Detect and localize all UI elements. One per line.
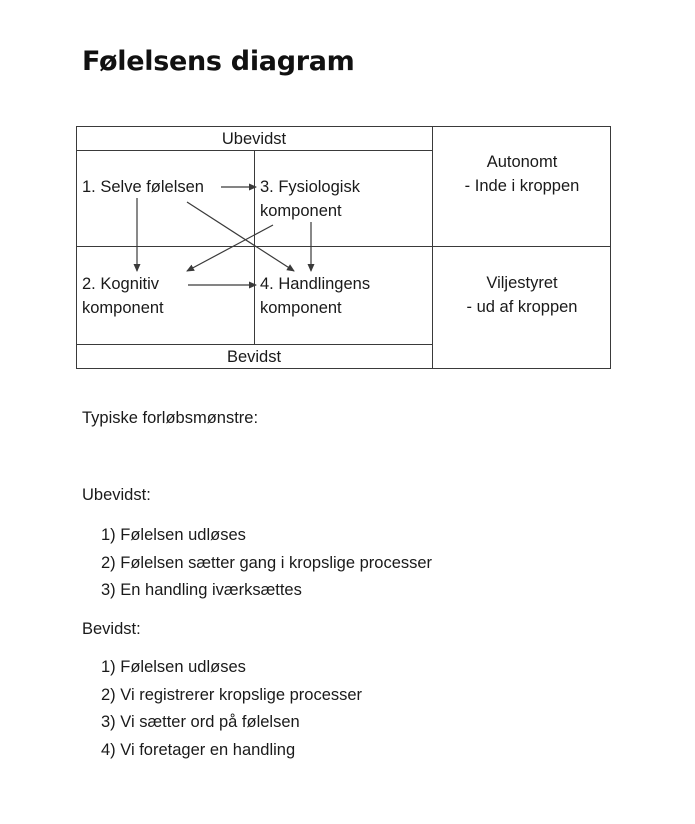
emotion-diagram: Ubevidst 1. Selve følelsen 3. Fysiologis… (76, 126, 611, 369)
list-item: 4) Vi foretager en handling (101, 740, 296, 759)
list-item: 1) Følelsen udløses (101, 526, 246, 544)
component-2: 2. Kognitiv komponent (82, 272, 164, 320)
diagram-frame (76, 126, 611, 369)
component-3: 3. Fysiologisk komponent (260, 175, 360, 223)
arrow-3-to-2 (186, 224, 274, 272)
component-3-line-2: komponent (260, 202, 342, 220)
list-item: 3) En handling iværksættes (101, 581, 302, 599)
component-4-line-1: 4. Handlingens (260, 275, 371, 293)
list-item: 1) Følelsen udløses (101, 658, 246, 676)
diagram-lines (76, 126, 611, 369)
right-top-cell: Autonomt - Inde i kroppen (433, 150, 611, 198)
right-bottom-line-1: Viljestyret (486, 274, 558, 292)
component-1: 1. Selve følelsen (82, 175, 204, 199)
page-title: Følelsens diagram (82, 46, 355, 77)
bottom-label: Bevidst (226, 348, 282, 366)
unconscious-label: Ubevidst: (82, 486, 151, 504)
unconscious-steps: 1) Følelsen udløses 2) Følelsen sætter g… (101, 522, 432, 605)
conscious-steps: 1) Følelsen udløses 2) Vi registrerer kr… (101, 654, 362, 764)
list-item: 2) Vi registrerer kropslige processer (101, 685, 363, 704)
component-4-line-2: komponent (260, 299, 342, 317)
conscious-label: Bevidst: (82, 620, 141, 638)
component-1-line-1: 1. Selve følelsen (82, 178, 204, 196)
right-bottom-cell: Viljestyret - ud af kroppen (433, 271, 611, 319)
component-2-line-1: 2. Kognitiv (82, 275, 160, 293)
list-item: 3) Vi sætter ord på følelsen (101, 713, 300, 731)
top-label: Ubevidst (221, 130, 287, 148)
arrow-1-to-4 (186, 201, 295, 272)
component-4: 4. Handlingens komponent (260, 272, 370, 320)
patterns-heading: Typiske forløbsmønstre: (82, 409, 259, 427)
right-top-line-1: Autonomt (486, 153, 558, 171)
component-3-line-1: 3. Fysiologisk (260, 178, 360, 196)
right-bottom-line-2: - ud af kroppen (466, 298, 578, 316)
list-item: 2) Følelsen sætter gang i kropslige proc… (101, 553, 433, 572)
right-top-line-2: - Inde i kroppen (464, 177, 580, 195)
component-2-line-2: komponent (82, 299, 164, 317)
